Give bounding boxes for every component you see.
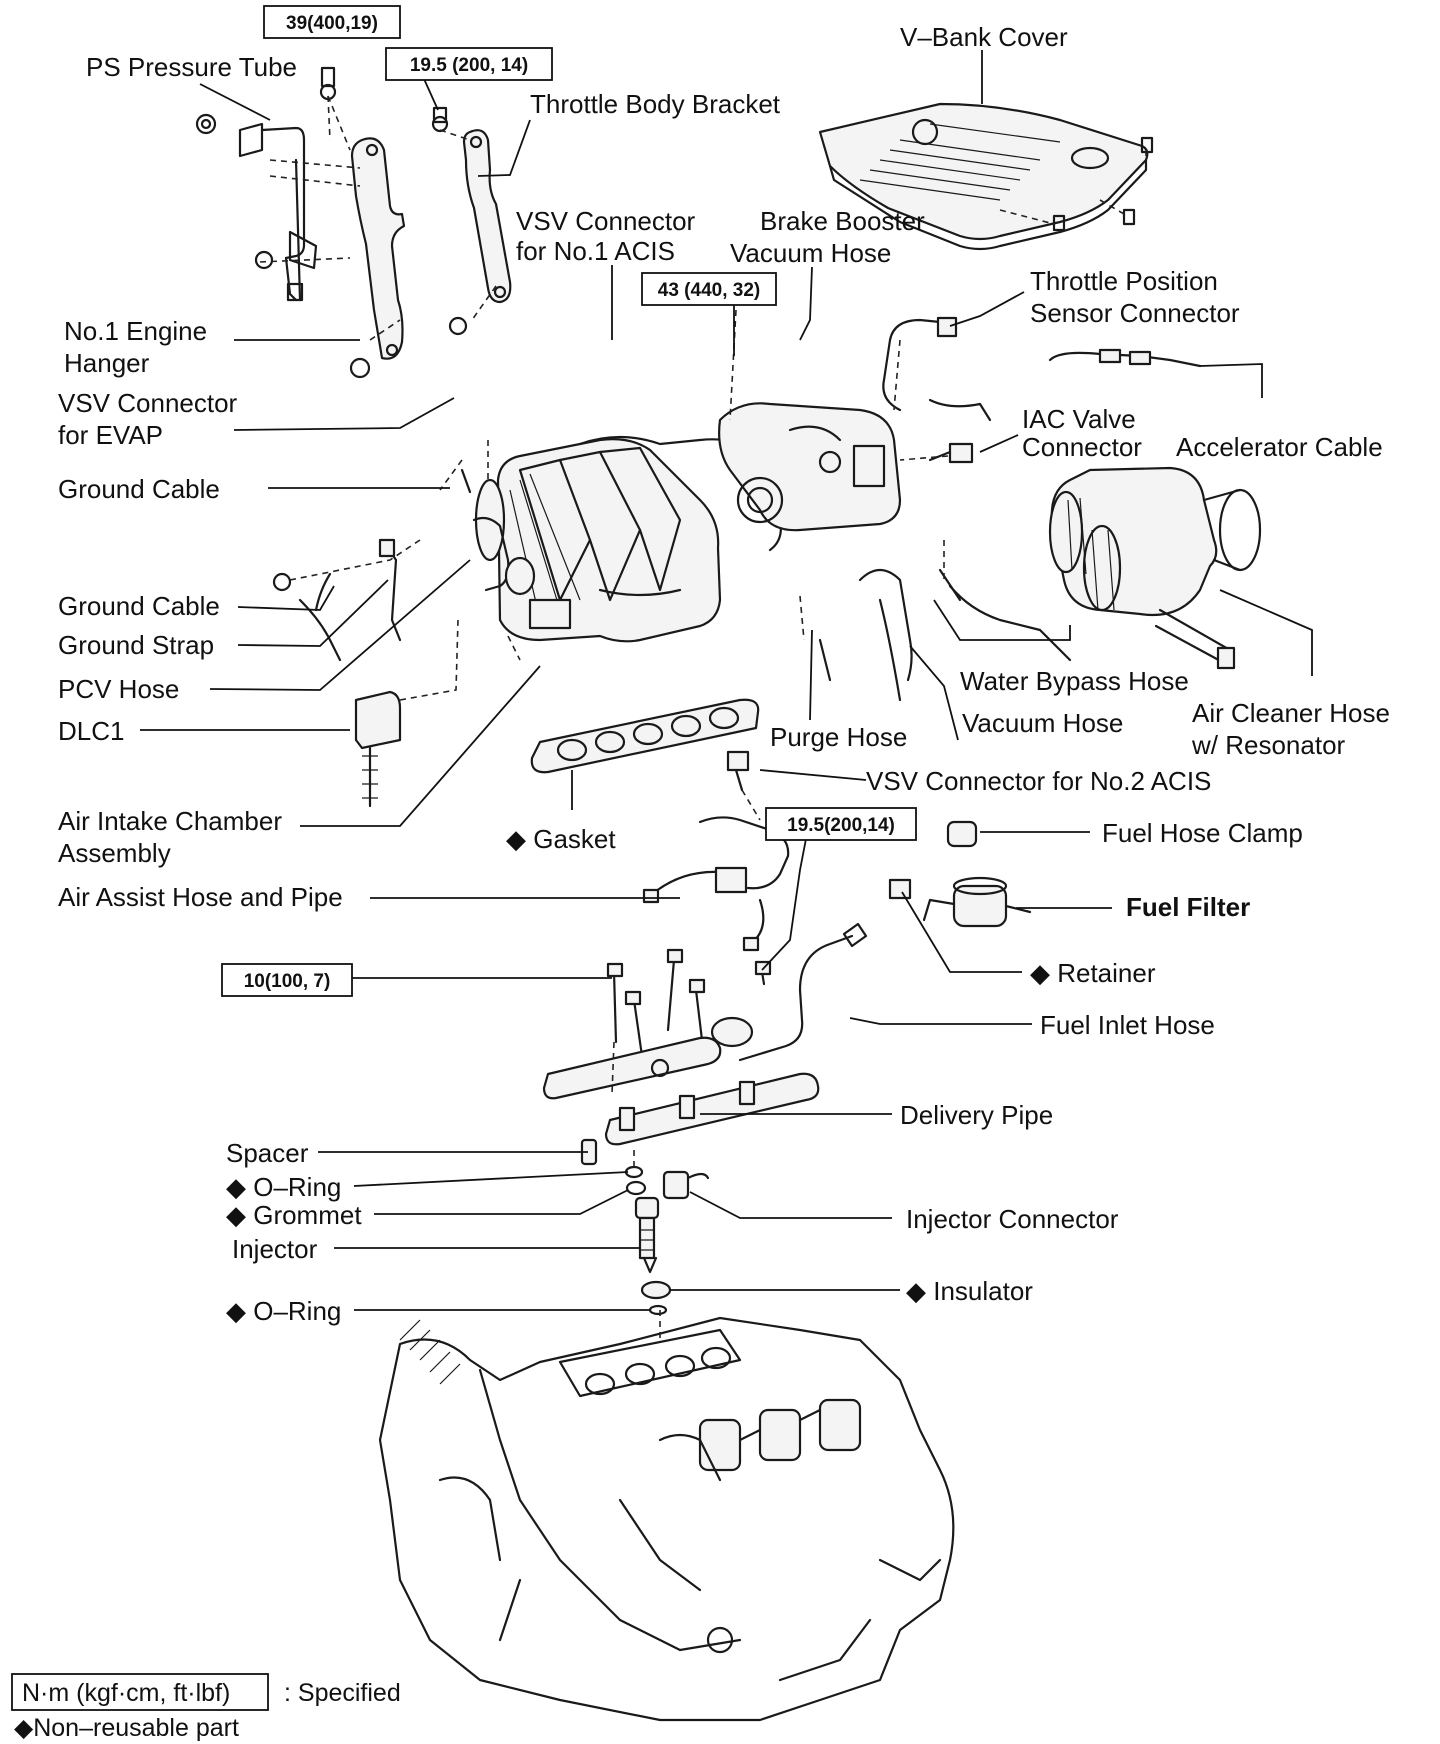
torque-value: 19.5 (200, 14) xyxy=(410,55,528,76)
label-o-ring-lower: ◆ O–Ring xyxy=(226,1296,341,1326)
grommet-part xyxy=(625,1180,647,1196)
label-ground-cable-upper: Ground Cable xyxy=(58,474,220,504)
label-iac-valve-line2: Connector xyxy=(1022,432,1142,462)
fuel-filter-part xyxy=(922,876,1032,928)
label-insulator: ◆ Insulator xyxy=(906,1276,1033,1306)
torque-box-10: 10(100, 7) xyxy=(221,963,353,997)
delivery-pipe-bolts xyxy=(606,948,772,1058)
fuel-inlet-hose-part xyxy=(738,934,854,1062)
no1-engine-hanger-part xyxy=(350,137,406,360)
o-ring-lower-part xyxy=(648,1304,668,1316)
label-air-cleaner-hose-line2: w/ Resonator xyxy=(1191,730,1346,760)
torque-box-43: 43 (440, 32) xyxy=(641,272,777,306)
label-retainer: ◆ Retainer xyxy=(1030,958,1156,988)
label-vsv-connector-evap-line1: VSV Connector xyxy=(58,388,238,418)
legend-non-reusable: ◆Non–reusable part xyxy=(14,1714,239,1742)
torque-box-39: 39(400,19) xyxy=(263,5,401,39)
torque-value: 10(100, 7) xyxy=(244,971,331,992)
insulator-part xyxy=(640,1280,672,1300)
label-vsv-connector-no2-acis: VSV Connector for No.2 ACIS xyxy=(866,766,1211,796)
label-ground-cable-lower: Ground Cable xyxy=(58,591,220,621)
label-vacuum-hose: Vacuum Hose xyxy=(962,708,1123,738)
label-tps-connector-line2: Sensor Connector xyxy=(1030,298,1240,328)
retainer-part xyxy=(888,878,912,900)
label-vsv-connector-no1-acis-line1: VSV Connector xyxy=(516,206,696,236)
label-o-ring-upper: ◆ O–Ring xyxy=(226,1172,341,1202)
dlc1-part xyxy=(354,690,402,808)
accelerator-cable-part xyxy=(1048,351,1202,368)
throttle-body-part xyxy=(718,402,902,532)
label-accelerator-cable: Accelerator Cable xyxy=(1176,432,1383,462)
label-no1-engine-hanger-line1: No.1 Engine xyxy=(64,316,207,346)
label-delivery-pipe: Delivery Pipe xyxy=(900,1100,1053,1130)
label-water-bypass-hose: Water Bypass Hose xyxy=(960,666,1189,696)
label-throttle-body-bracket: Throttle Body Bracket xyxy=(530,89,781,119)
label-pcv-hose: PCV Hose xyxy=(58,674,179,704)
label-iac-valve-line1: IAC Valve xyxy=(1022,404,1136,434)
label-ps-pressure-tube: PS Pressure Tube xyxy=(86,52,297,82)
injector-connector-part xyxy=(662,1170,710,1200)
label-air-cleaner-hose-line1: Air Cleaner Hose xyxy=(1192,698,1390,728)
label-injector: Injector xyxy=(232,1234,318,1264)
label-ground-strap: Ground Strap xyxy=(58,630,214,660)
legend-unit-box: N·m (kgf·cm, ft·lbf) xyxy=(22,1679,230,1707)
label-fuel-filter: Fuel Filter xyxy=(1126,892,1250,922)
air-cleaner-hose-part xyxy=(1048,466,1262,670)
label-air-intake-chamber-line2: Assembly xyxy=(58,838,171,868)
label-grommet: ◆ Grommet xyxy=(226,1200,362,1230)
label-fuel-hose-clamp: Fuel Hose Clamp xyxy=(1102,818,1303,848)
torque-box-19-5-upper: 19.5 (200, 14) xyxy=(385,47,553,81)
torque-value: 39(400,19) xyxy=(286,13,378,34)
v-bank-cover-part xyxy=(818,102,1149,251)
fuel-hose-clamp-part xyxy=(946,820,978,848)
label-injector-connector: Injector Connector xyxy=(906,1204,1119,1234)
injector-part xyxy=(634,1196,660,1274)
torque-value: 19.5(200,14) xyxy=(787,815,895,836)
label-brake-booster-line2: Vacuum Hose xyxy=(730,238,891,268)
label-vsv-connector-evap-line2: for EVAP xyxy=(58,420,163,450)
throttle-body-bracket-part xyxy=(462,129,512,304)
legend-specified: : Specified xyxy=(284,1679,401,1707)
gasket-part xyxy=(530,698,760,774)
label-spacer: Spacer xyxy=(226,1138,309,1168)
legend: N·m (kgf·cm, ft·lbf) : Specified ◆Non–re… xyxy=(11,1673,401,1742)
delivery-pipe-part xyxy=(542,1016,820,1146)
label-air-assist-hose: Air Assist Hose and Pipe xyxy=(58,882,343,912)
label-dlc1: DLC1 xyxy=(58,716,124,746)
label-no1-engine-hanger-line2: Hanger xyxy=(64,348,150,378)
o-ring-upper-part xyxy=(624,1165,644,1179)
ps-pressure-tube-part xyxy=(195,113,318,302)
engine-block-part xyxy=(378,1316,955,1722)
torque-box-19-5-lower: 19.5(200,14) xyxy=(765,807,917,841)
label-purge-hose: Purge Hose xyxy=(770,722,907,752)
label-air-intake-chamber-line1: Air Intake Chamber xyxy=(58,806,282,836)
label-brake-booster-line1: Brake Booster xyxy=(760,206,925,236)
label-gasket: ◆ Gasket xyxy=(506,824,616,854)
label-v-bank-cover: V–Bank Cover xyxy=(900,22,1068,52)
label-vsv-connector-no1-acis-line2: for No.1 ACIS xyxy=(516,236,675,266)
label-tps-connector-line1: Throttle Position xyxy=(1030,266,1218,296)
label-fuel-inlet-hose: Fuel Inlet Hose xyxy=(1040,1010,1215,1040)
torque-value: 43 (440, 32) xyxy=(658,280,760,301)
